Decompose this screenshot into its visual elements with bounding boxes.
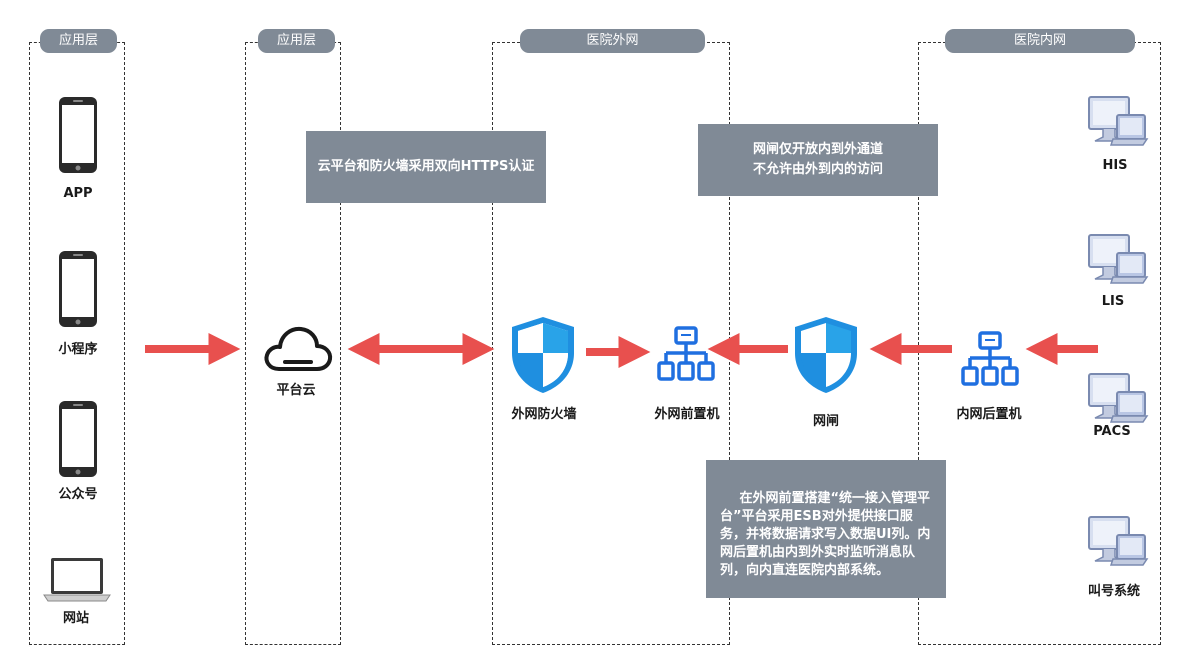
shield-icon <box>795 317 857 393</box>
network-icon <box>657 326 715 381</box>
system-label-pacs: PACS <box>1093 424 1131 439</box>
note-gateway-line1: 网闸仅开放内到外通道 <box>752 142 883 157</box>
phone-icon <box>59 251 97 327</box>
note-gateway-policy: 网闸仅开放内到外通道 不允许由外到内的访问 <box>698 124 938 196</box>
phone-icon <box>59 401 97 477</box>
laptop-icon <box>43 558 111 602</box>
network-icon <box>961 331 1019 386</box>
note-esb-description: 在外网前置搭建“统一接入管理平台”平台采用ESB对外提供接口服务，并将数据请求写… <box>706 460 946 598</box>
node-label-external-firewall: 外网防火墙 <box>511 407 577 422</box>
client-label-website: 网站 <box>62 611 90 626</box>
zone-label-hospital-internal: 医院内网 <box>945 29 1135 53</box>
note-esb-text: 在外网前置搭建“统一接入管理平台”平台采用ESB对外提供接口服务，并将数据请求写… <box>720 491 931 578</box>
client-label-official-account: 公众号 <box>58 487 98 502</box>
note-https-auth: 云平台和防火墙采用双向HTTPS认证 <box>306 131 546 203</box>
node-label-gateway: 网闸 <box>812 414 840 429</box>
system-label-queue-system: 叫号系统 <box>1087 584 1141 599</box>
shield-icon <box>512 317 574 393</box>
note-https-auth-text: 云平台和防火墙采用双向HTTPS认证 <box>317 159 535 174</box>
computer-icon <box>1088 234 1149 284</box>
system-label-lis: LIS <box>1101 294 1125 309</box>
system-label-his: HIS <box>1102 158 1128 173</box>
zone-label-hospital-external: 医院外网 <box>520 29 705 53</box>
computer-icon <box>1088 373 1149 423</box>
client-label-mini-program: 小程序 <box>58 342 98 357</box>
computer-icon <box>1088 516 1149 566</box>
zone-label-platform-layer: 应用层 <box>258 29 335 53</box>
computer-icon <box>1088 96 1149 146</box>
zone-label-app-layer: 应用层 <box>40 29 117 53</box>
node-label-platform-cloud: 平台云 <box>276 383 316 398</box>
cloud-icon <box>264 326 333 371</box>
note-gateway-line2: 不允许由外到内的访问 <box>752 162 883 177</box>
phone-icon <box>59 97 97 173</box>
node-label-external-front-machine: 外网前置机 <box>654 407 720 422</box>
client-label-app: APP <box>63 186 93 201</box>
node-label-internal-back-machine: 内网后置机 <box>956 407 1022 422</box>
